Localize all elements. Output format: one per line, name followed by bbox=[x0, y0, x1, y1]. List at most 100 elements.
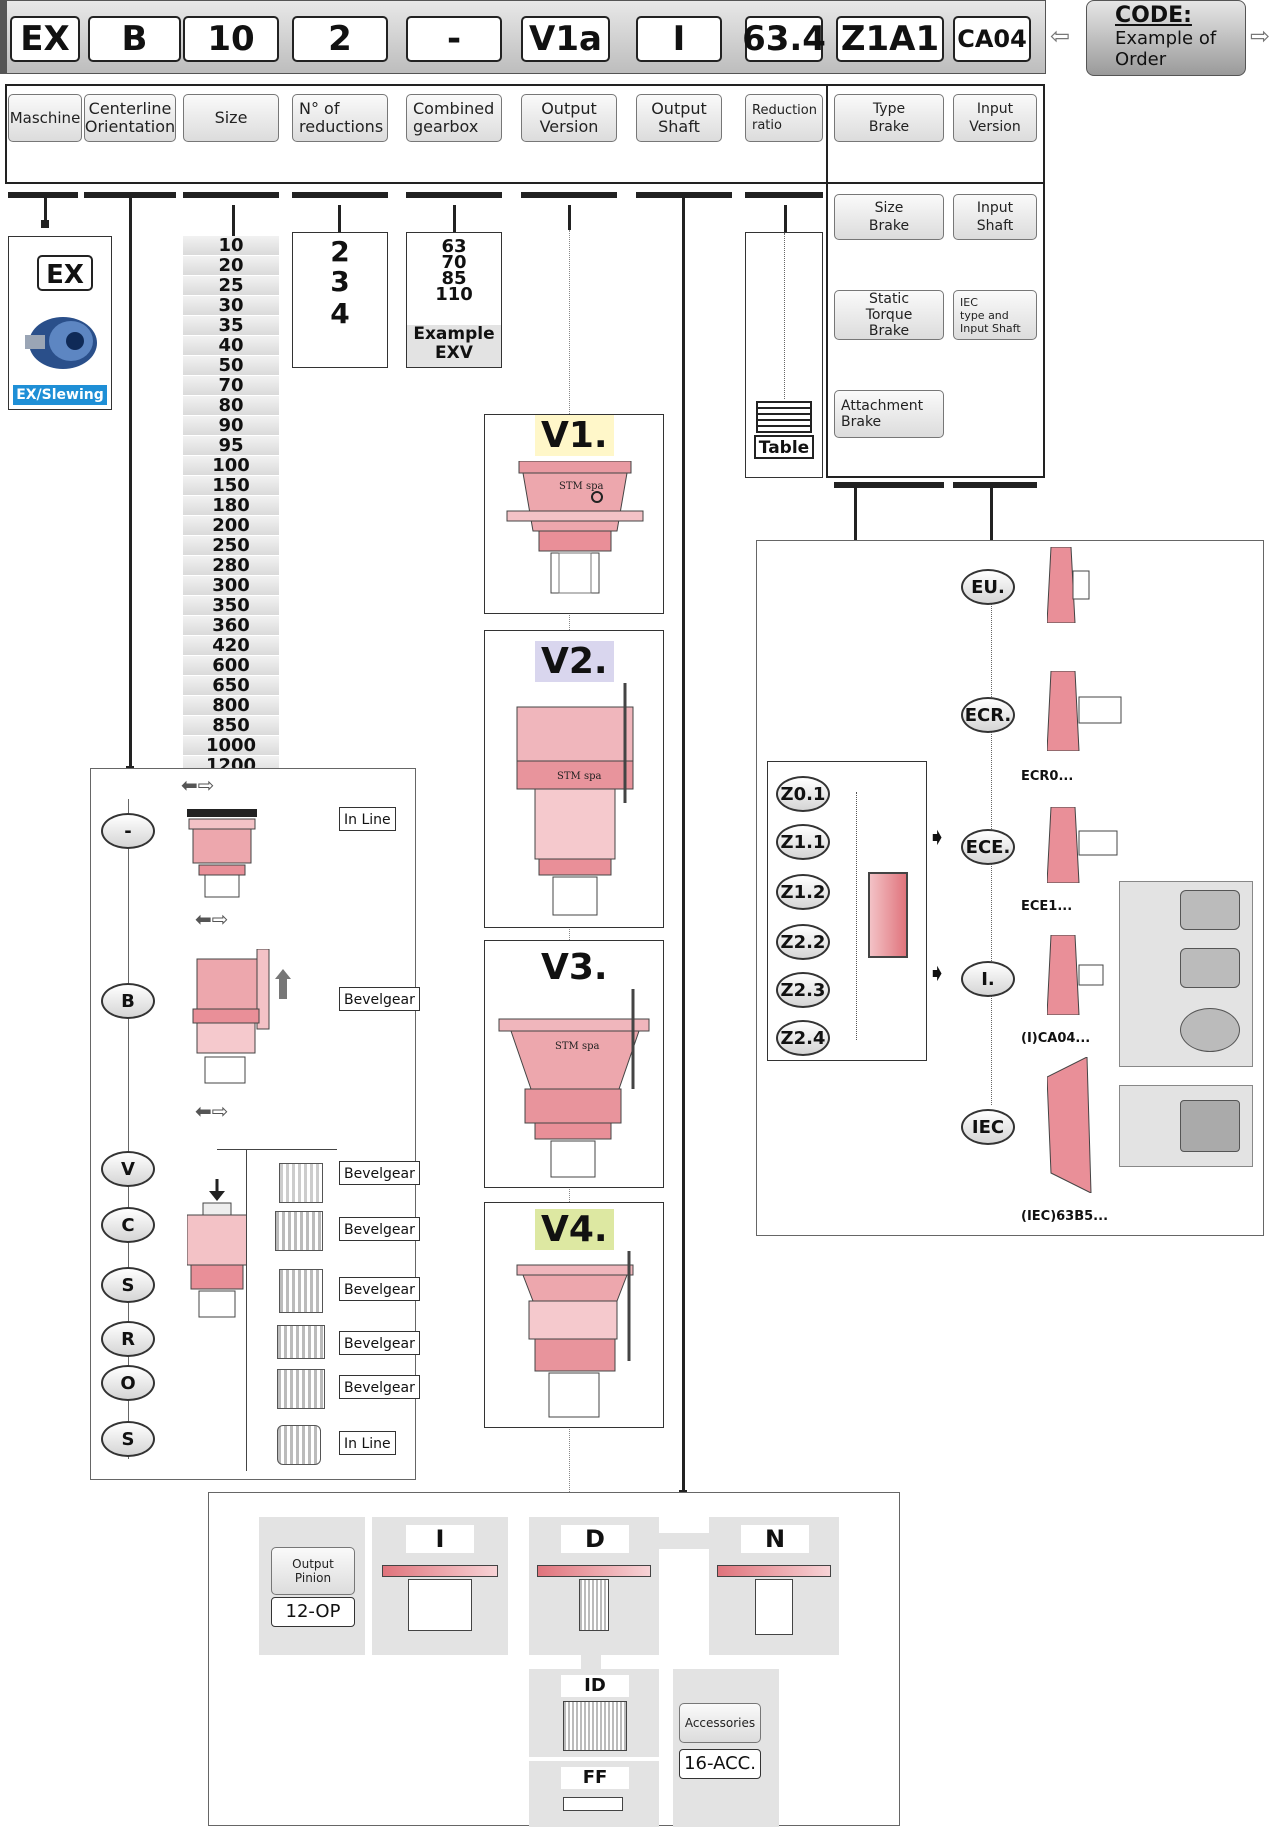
shaft-id-label: ID bbox=[561, 1675, 629, 1697]
header-output-shaft: Output Shaft bbox=[636, 94, 722, 142]
size-item: 25 bbox=[183, 276, 279, 296]
svg-text:STM spa: STM spa bbox=[555, 1041, 599, 1052]
double-arrow-icon: ⇨ bbox=[1250, 22, 1270, 50]
shaft-n-label: N bbox=[741, 1525, 809, 1553]
version-v2-panel: V2. STM spa bbox=[484, 630, 664, 928]
gearbox-v4-icon bbox=[499, 1251, 651, 1423]
shaft-n-flange-icon bbox=[717, 1565, 831, 1577]
gearbox-combined-icon bbox=[187, 1179, 247, 1319]
table-icon bbox=[756, 401, 812, 433]
orientation-line bbox=[128, 799, 129, 1459]
size-item: 420 bbox=[183, 636, 279, 656]
reduction-4: 4 bbox=[293, 297, 387, 330]
input-iec-code: IEC bbox=[961, 1109, 1015, 1145]
version-v4-title: V4. bbox=[535, 1209, 614, 1250]
size-item: 180 bbox=[183, 496, 279, 516]
shaft-d-label: D bbox=[561, 1525, 629, 1553]
reduction-2: 2 bbox=[293, 235, 387, 268]
adapter-eu-icon bbox=[1047, 547, 1093, 623]
reductions-panel: 2 3 4 bbox=[292, 232, 388, 368]
separator-bar bbox=[8, 192, 78, 198]
gearbox-inline-icon bbox=[187, 809, 257, 899]
code-orientation: B bbox=[88, 16, 181, 62]
size-item: 95 bbox=[183, 436, 279, 456]
connector-dot bbox=[41, 220, 49, 228]
code-machine: EX bbox=[10, 16, 80, 62]
brake-z-panel: Z0.1 Z1.1 Z1.2 Z2.2 Z2.3 Z2.4 bbox=[767, 761, 927, 1061]
shaft-d-panel: D bbox=[529, 1517, 659, 1655]
connector-line bbox=[990, 488, 993, 542]
size-item: 35 bbox=[183, 316, 279, 336]
connector-dotted bbox=[784, 233, 785, 399]
option-input-shaft: Input Shaft bbox=[953, 194, 1037, 240]
z24-code: Z2.4 bbox=[776, 1020, 830, 1056]
ratio-panel: Table bbox=[745, 232, 823, 478]
header-ratio: Reduction ratio bbox=[745, 94, 823, 142]
gearbox-r-icon bbox=[277, 1325, 325, 1359]
orientation-inline-code: - bbox=[101, 813, 155, 849]
rotate-arrows-icon: ⬅⇨ bbox=[195, 907, 255, 921]
size-item: 350 bbox=[183, 596, 279, 616]
orientation-v-label: Bevelgear bbox=[339, 1161, 420, 1185]
gearbox-c-icon bbox=[275, 1211, 323, 1251]
size-item: 80 bbox=[183, 396, 279, 416]
separator-bar bbox=[745, 192, 823, 198]
size-item: 10 bbox=[183, 236, 279, 256]
hydraulic-motor-icon bbox=[1180, 948, 1240, 988]
connector-line bbox=[453, 205, 456, 233]
code-input: CA04 bbox=[953, 16, 1031, 62]
connector-line bbox=[232, 205, 235, 237]
shaft-ff-panel: FF bbox=[529, 1761, 659, 1827]
header-input-version: Input Version bbox=[953, 94, 1037, 142]
code-bar-edge bbox=[1, 1, 7, 73]
option-attachment-brake: Attachment Brake bbox=[834, 390, 944, 438]
orientation-s-code: S bbox=[101, 1267, 155, 1303]
reduction-3: 3 bbox=[293, 265, 387, 298]
code-reductions: 2 bbox=[292, 16, 388, 62]
hydraulic-motor-icon bbox=[1180, 1008, 1240, 1052]
gearbox-s-icon bbox=[279, 1269, 323, 1313]
size-item: 150 bbox=[183, 476, 279, 496]
version-v2-title: V2. bbox=[535, 641, 614, 682]
hydraulic-motor-icon bbox=[1180, 890, 1240, 930]
orientation-s-label: Bevelgear bbox=[339, 1277, 420, 1301]
z23-code: Z2.3 bbox=[776, 972, 830, 1008]
version-v1-panel: V1. STM spa bbox=[484, 414, 664, 614]
size-item: 100 bbox=[183, 456, 279, 476]
arrow-right-icon: ➧ bbox=[927, 959, 947, 987]
connector-line bbox=[784, 205, 787, 233]
adapter-iec-icon bbox=[1047, 1057, 1099, 1193]
rotate-arrows-icon: ⬅⇨ bbox=[181, 773, 241, 787]
header-output-version: Output Version bbox=[521, 94, 617, 142]
size-item: 1000 bbox=[183, 736, 279, 756]
gearbox-v3-icon: STM spa bbox=[495, 989, 655, 1181]
header-orientation: Centerline Orientation bbox=[84, 94, 176, 142]
code-output-shaft: I bbox=[636, 16, 722, 62]
connector-line bbox=[682, 198, 685, 1494]
combined-panel: 63 70 85 110 Example EXV bbox=[406, 232, 502, 368]
combined-example: Example EXV bbox=[407, 325, 501, 367]
shaft-i-label: I bbox=[406, 1525, 474, 1553]
machine-code: EX bbox=[37, 255, 93, 291]
combined-110: 110 bbox=[407, 287, 501, 303]
shaft-i-panel: I bbox=[372, 1517, 508, 1655]
svg-text:STM spa: STM spa bbox=[557, 771, 601, 782]
version-v4-panel: V4. bbox=[484, 1202, 664, 1428]
table-label: Table bbox=[754, 435, 814, 459]
adapter-i-icon bbox=[1047, 935, 1113, 1015]
connector-dotted bbox=[856, 792, 857, 1040]
shaft-connector bbox=[581, 1655, 601, 1669]
code-legend: CODE: Example of Order bbox=[1086, 0, 1246, 76]
size-item: 20 bbox=[183, 256, 279, 276]
output-pinion-code: 12-OP bbox=[271, 1597, 355, 1627]
version-v3-title: V3. bbox=[535, 947, 614, 988]
gearbox-v1-icon: STM spa bbox=[499, 461, 651, 601]
code-legend-line2: Order bbox=[1115, 49, 1245, 70]
connector-line bbox=[246, 1149, 247, 1471]
orientation-o-code: O bbox=[101, 1365, 155, 1401]
size-item: 30 bbox=[183, 296, 279, 316]
size-item: 850 bbox=[183, 716, 279, 736]
brake-icon bbox=[868, 872, 908, 958]
code-ratio: 63.4 bbox=[745, 16, 823, 62]
